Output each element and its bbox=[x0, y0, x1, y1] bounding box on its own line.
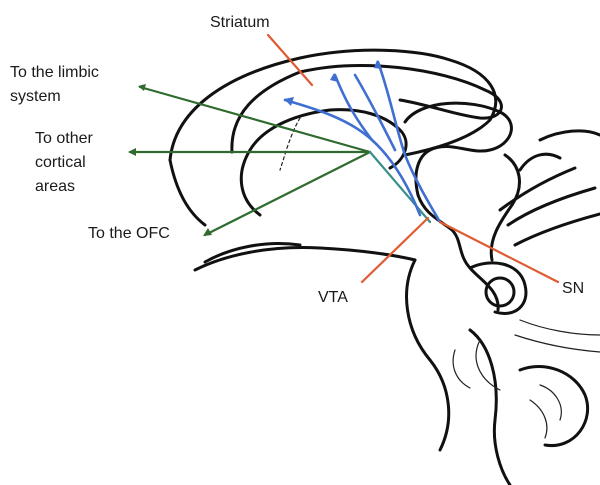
blue-arrowhead-left bbox=[284, 97, 294, 106]
pointer-sn bbox=[440, 222, 558, 282]
projection-to-ofc bbox=[205, 152, 370, 235]
orbitofrontal-curve bbox=[170, 160, 205, 225]
label-limbic-line2: system bbox=[10, 88, 61, 105]
nigrostriatal-pathways bbox=[284, 60, 440, 222]
cerebellum-fold-3 bbox=[515, 214, 600, 245]
cerebellum-lower bbox=[520, 366, 588, 445]
label-vta: VTA bbox=[318, 289, 348, 306]
pointer-vta bbox=[362, 218, 428, 282]
label-cortical-line1: To other bbox=[35, 130, 93, 147]
blue-pathway-left bbox=[285, 100, 420, 215]
fiber-4 bbox=[453, 350, 470, 388]
cerebellum-fold-1 bbox=[500, 168, 575, 210]
label-striatum: Striatum bbox=[210, 14, 270, 31]
cerebellum-fold-5 bbox=[540, 131, 600, 140]
pons-nucleus bbox=[486, 278, 514, 306]
label-limbic-line1: To the limbic bbox=[10, 64, 99, 81]
label-ofc: To the OFC bbox=[88, 225, 170, 242]
brain-outline bbox=[170, 50, 600, 485]
striatum-boundary-dashed bbox=[280, 118, 300, 170]
label-sn: SN bbox=[562, 280, 584, 297]
cerebellum-fold-4 bbox=[520, 154, 560, 170]
medulla-front bbox=[407, 260, 449, 450]
fiber-2 bbox=[515, 335, 600, 352]
fiber-1 bbox=[520, 320, 600, 335]
label-cortical-line3: areas bbox=[35, 178, 75, 195]
label-cortical-line2: cortical bbox=[35, 154, 86, 171]
blue-pathway-mid bbox=[335, 75, 372, 140]
cerebellum-detail-2 bbox=[530, 400, 547, 438]
arrowhead-cortical bbox=[128, 148, 136, 156]
cortical-projections bbox=[128, 84, 430, 236]
